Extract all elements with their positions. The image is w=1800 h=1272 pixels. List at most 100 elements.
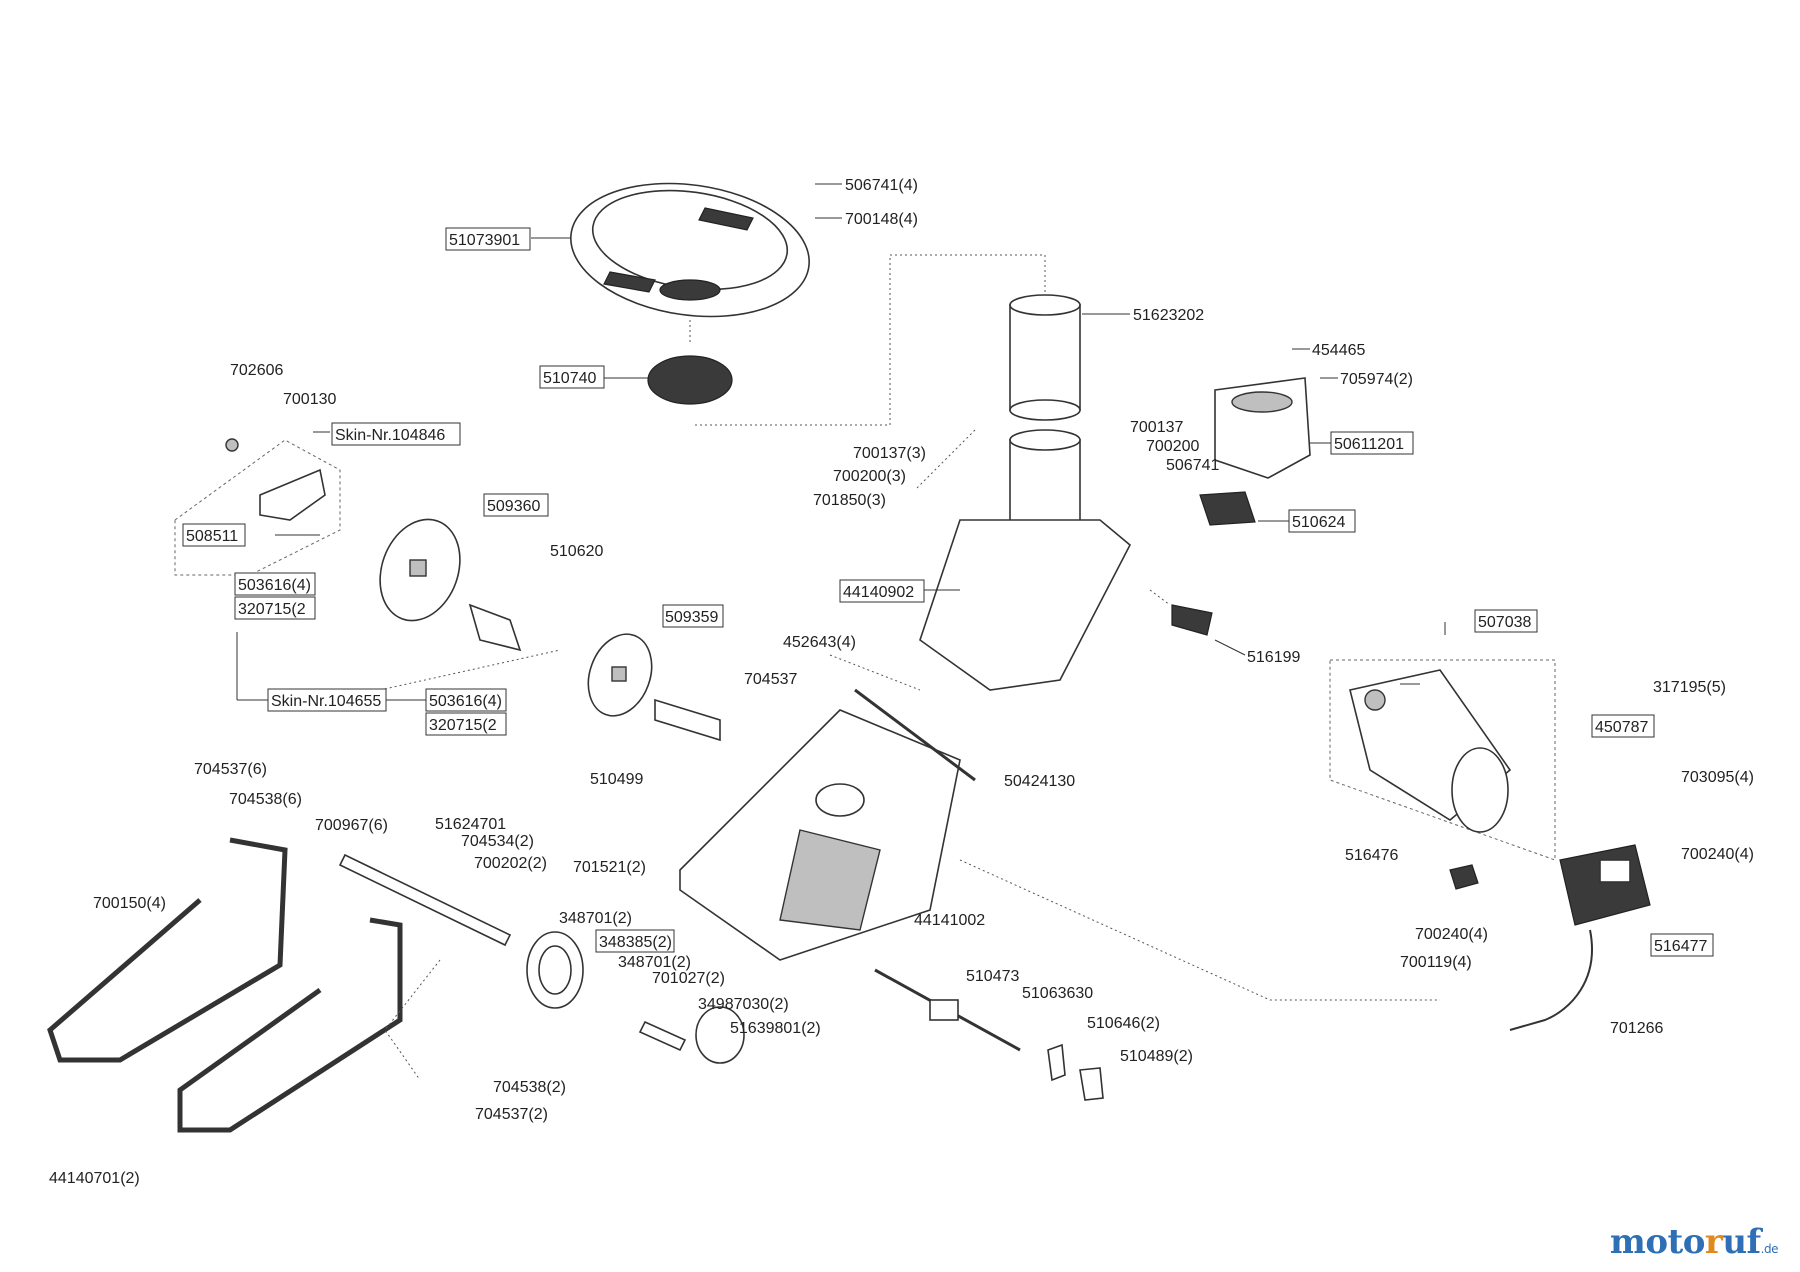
callout-507038: 507038 bbox=[1474, 609, 1538, 633]
part-number-700240-4-upper: 700240(4) bbox=[1681, 846, 1754, 863]
drive-shaft bbox=[654, 698, 721, 742]
part-number-51623202: 51623202 bbox=[1133, 307, 1204, 324]
callout-509359: 509359 bbox=[662, 604, 724, 628]
tie-rod bbox=[854, 688, 976, 782]
motoruf-watermark-logo: motoruf.de bbox=[1609, 1222, 1779, 1262]
part-number-320715-2-upper: 320715(2 bbox=[238, 601, 306, 618]
grille bbox=[1199, 491, 1256, 526]
part-number-701521-2: 701521(2) bbox=[573, 859, 646, 876]
part-number-510489-2: 510489(2) bbox=[1120, 1048, 1193, 1065]
part-number-450787: 450787 bbox=[1595, 719, 1648, 736]
part-number-704534-2: 704534(2) bbox=[461, 833, 534, 850]
part-number-44140701-2: 44140701(2) bbox=[49, 1170, 140, 1187]
part-number-700137: 700137 bbox=[1130, 419, 1183, 436]
part-number-51624701: 51624701 bbox=[435, 816, 506, 833]
callout-50611201: 50611201 bbox=[1330, 431, 1414, 455]
part-number-44141002: 44141002 bbox=[914, 912, 985, 929]
blade-disc-upper bbox=[379, 518, 461, 622]
hopper-ring bbox=[570, 182, 810, 318]
callout-503616-4-b: 503616(4) bbox=[425, 688, 507, 712]
frame-left bbox=[47, 837, 403, 1133]
part-number-454465: 454465 bbox=[1312, 342, 1365, 359]
upper-tube bbox=[1009, 294, 1081, 421]
callout-510624: 510624 bbox=[1288, 509, 1356, 533]
skin-number-104655: Skin-Nr.104655 bbox=[271, 693, 381, 710]
assembly-guide-lines bbox=[379, 254, 1440, 1081]
motor-group bbox=[1329, 659, 1556, 861]
callout-508511: 508511 bbox=[182, 523, 246, 547]
callout-509360: 509360 bbox=[483, 493, 549, 517]
wheel-cap bbox=[695, 1006, 745, 1064]
slide-rod bbox=[874, 968, 1021, 1052]
part-number-701850-3: 701850(3) bbox=[813, 492, 886, 509]
cover-box bbox=[1214, 377, 1311, 479]
part-number-516477: 516477 bbox=[1654, 938, 1707, 955]
blade-holder bbox=[174, 438, 341, 576]
power-cable bbox=[1509, 929, 1593, 1031]
part-number-510620: 510620 bbox=[550, 543, 603, 560]
part-number-700130: 700130 bbox=[283, 391, 336, 408]
part-number-510499: 510499 bbox=[590, 771, 643, 788]
wheel bbox=[526, 931, 584, 1009]
part-number-509359: 509359 bbox=[665, 609, 718, 626]
part-number-507038: 507038 bbox=[1478, 614, 1531, 631]
part-number-506741-4: 506741(4) bbox=[845, 177, 918, 194]
part-number-503616-4-lower: 503616(4) bbox=[429, 693, 502, 710]
callout-516477: 516477 bbox=[1650, 933, 1714, 957]
callout-450787: 450787 bbox=[1591, 714, 1655, 738]
part-number-510473: 510473 bbox=[966, 968, 1019, 985]
part-number-704537-6: 704537(6) bbox=[194, 761, 267, 778]
part-number-704537: 704537 bbox=[744, 671, 797, 688]
axle-pin bbox=[638, 1020, 687, 1052]
part-number-704537-2: 704537(2) bbox=[475, 1106, 548, 1123]
part-number-510646-2: 510646(2) bbox=[1087, 1015, 1160, 1032]
part-number-700137-3: 700137(3) bbox=[853, 445, 926, 462]
part-number-51073901: 51073901 bbox=[449, 232, 520, 249]
part-number-516199: 516199 bbox=[1247, 649, 1300, 666]
part-number-34987030-2: 34987030(2) bbox=[698, 996, 789, 1013]
part-number-700150-4: 700150(4) bbox=[93, 895, 166, 912]
part-number-503616-4-upper: 503616(4) bbox=[238, 577, 311, 594]
part-number-510624: 510624 bbox=[1292, 514, 1345, 531]
part-number-700240-4-lower: 700240(4) bbox=[1415, 926, 1488, 943]
part-number-700200-3: 700200(3) bbox=[833, 468, 906, 485]
part-number-700967-6: 700967(6) bbox=[315, 817, 388, 834]
callout-44140902: 44140902 bbox=[839, 579, 925, 603]
part-number-50611201: 50611201 bbox=[1334, 436, 1404, 453]
skin-number-104846: Skin-Nr.104846 bbox=[335, 427, 445, 444]
cap bbox=[1449, 864, 1479, 890]
part-number-704538-6: 704538(6) bbox=[229, 791, 302, 808]
knob bbox=[1171, 604, 1213, 636]
callout-503616-4-a: 503616(4) bbox=[234, 572, 316, 596]
blade-disc-lower bbox=[587, 633, 653, 717]
spacer-sleeve bbox=[468, 603, 522, 652]
part-number-700200: 700200 bbox=[1146, 438, 1199, 455]
part-number-701266: 701266 bbox=[1610, 1020, 1663, 1037]
callout-skin-104655: Skin-Nr.104655 bbox=[267, 688, 387, 712]
part-number-348385-2: 348385(2) bbox=[599, 934, 672, 951]
part-number-516476: 516476 bbox=[1345, 847, 1398, 864]
leader-lines bbox=[236, 183, 1446, 701]
callout-348385-2: 348385(2) bbox=[595, 929, 675, 953]
part-number-317195-5: 317195(5) bbox=[1653, 679, 1726, 696]
part-number-506741: 506741 bbox=[1166, 457, 1219, 474]
part-number-705974-2: 705974(2) bbox=[1340, 371, 1413, 388]
part-number-348701-2-upper: 348701(2) bbox=[559, 910, 632, 927]
base-housing bbox=[679, 709, 961, 961]
switch-box bbox=[1559, 844, 1651, 926]
part-number-452643-4: 452643(4) bbox=[783, 634, 856, 651]
callout-51073901: 51073901 bbox=[445, 227, 531, 251]
callout-320715-2-a: 320715(2 bbox=[234, 596, 316, 620]
part-number-704538-2: 704538(2) bbox=[493, 1079, 566, 1096]
part-number-702606: 702606 bbox=[230, 362, 283, 379]
part-number-348701-2-lower: 348701(2) bbox=[618, 954, 691, 971]
feed-chute bbox=[919, 429, 1132, 691]
callout-510740: 510740 bbox=[539, 365, 605, 389]
axle-bracket bbox=[338, 853, 512, 947]
part-number-700119-4: 700119(4) bbox=[1400, 954, 1472, 971]
callout-skin-104846: Skin-Nr.104846 bbox=[331, 422, 461, 446]
part-number-320715-2-lower: 320715(2 bbox=[429, 717, 497, 734]
part-number-510740: 510740 bbox=[543, 370, 596, 387]
part-number-50424130: 50424130 bbox=[1004, 773, 1075, 790]
